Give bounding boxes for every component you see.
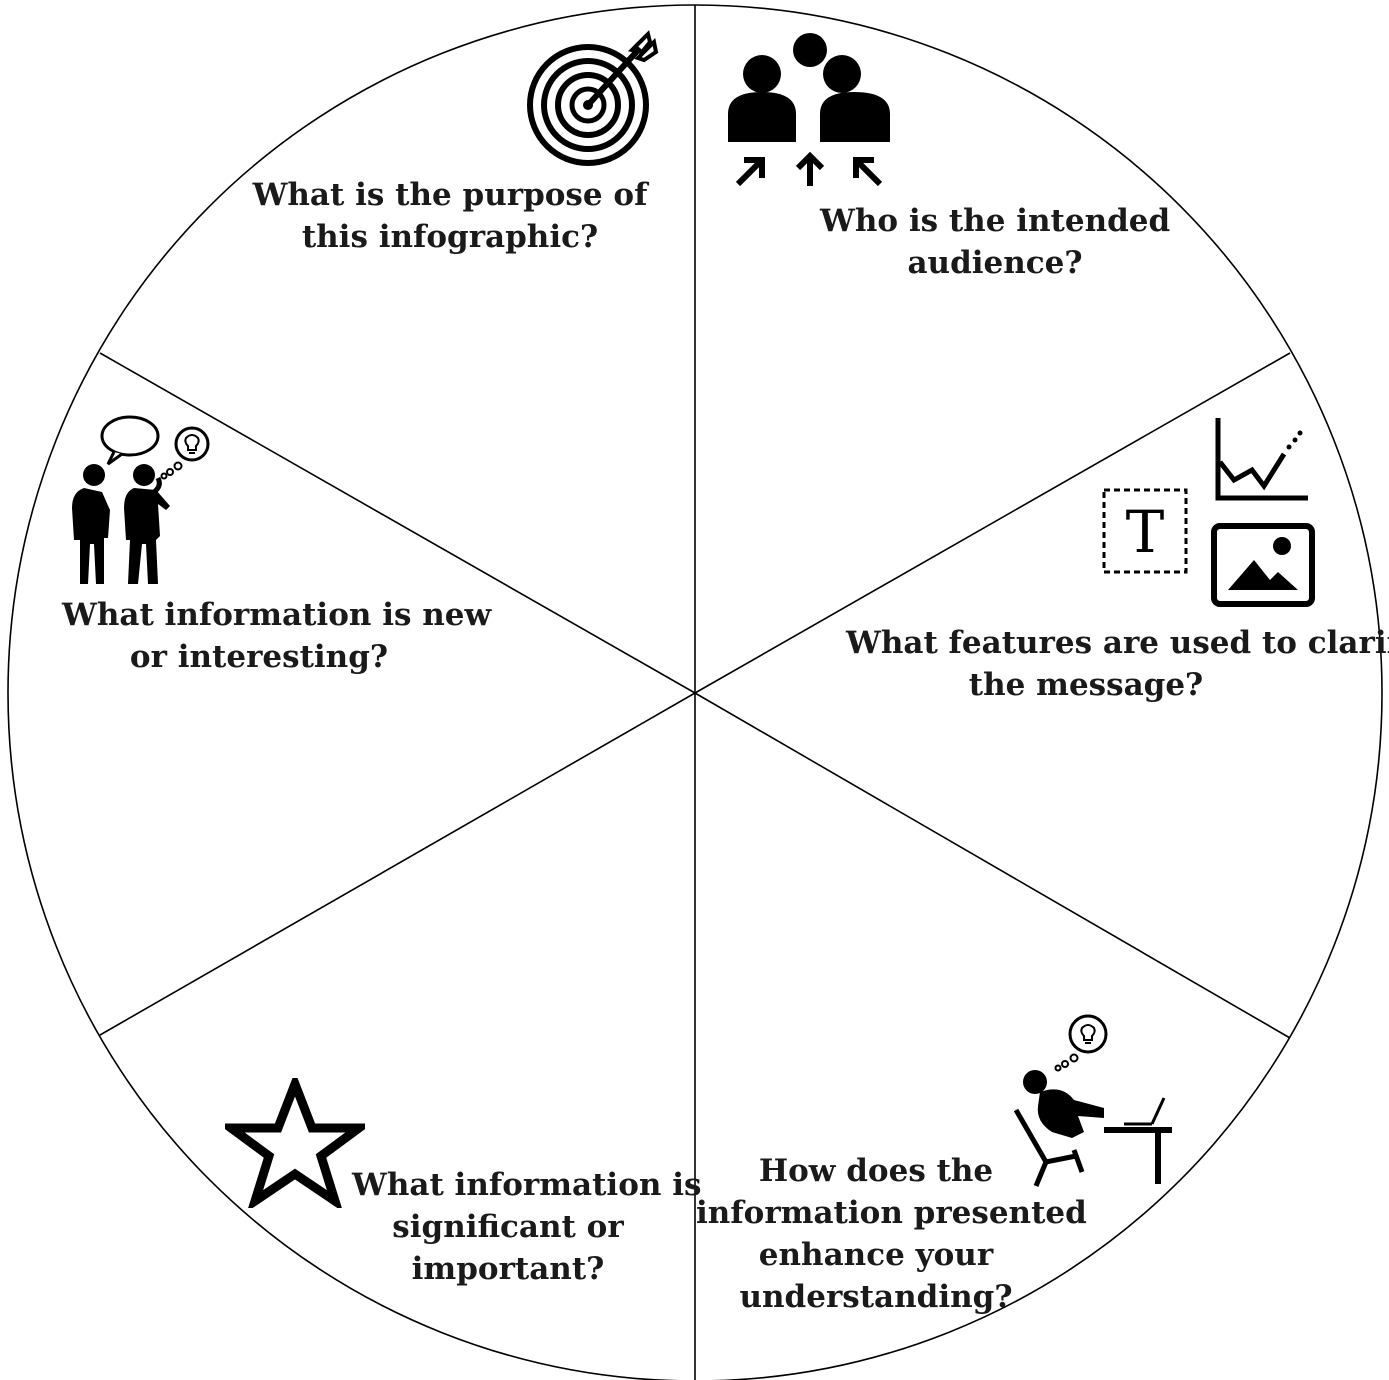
- question-understanding: How does the information presented enhan…: [696, 1150, 1087, 1318]
- question-line: significant or: [392, 1209, 624, 1245]
- question-line: enhance your: [758, 1237, 994, 1273]
- question-line: audience?: [907, 245, 1083, 281]
- person-at-desk-icon: [1013, 1014, 1172, 1187]
- people-talking-icon: [72, 415, 210, 584]
- question-line: this infographic?: [301, 219, 599, 255]
- audience-icon: [728, 33, 890, 187]
- question-significant: What information is significant or impor…: [352, 1164, 702, 1290]
- question-line: How does the: [758, 1153, 994, 1189]
- question-features: What features are used to clarify the me…: [846, 622, 1389, 706]
- spoke-upper-left: [99, 352, 696, 694]
- star-icon: [225, 1078, 365, 1208]
- question-line: or interesting?: [129, 639, 389, 675]
- question-line: information presented: [696, 1195, 1087, 1231]
- text-tool-letter: T: [1126, 498, 1165, 566]
- spoke-lower-left: [99, 692, 696, 1036]
- question-line: What is the purpose of: [252, 177, 648, 213]
- question-new: What information is new or interesting?: [62, 594, 492, 678]
- features-icon: T: [1102, 418, 1315, 607]
- question-line: What information is new: [62, 597, 492, 633]
- question-line: Who is the intended: [820, 203, 1171, 239]
- question-line: What information is: [352, 1167, 702, 1203]
- spoke-upper-right: [694, 352, 1291, 694]
- question-line: the message?: [968, 667, 1204, 703]
- question-audience: Who is the intended audience?: [820, 200, 1170, 284]
- question-line: understanding?: [739, 1279, 1013, 1315]
- spoke-lower-right: [694, 692, 1291, 1039]
- question-line: What features are used to clarify: [846, 625, 1389, 661]
- target-icon: [527, 30, 659, 166]
- question-line: important?: [411, 1251, 605, 1287]
- question-purpose: What is the purpose of this infographic?: [250, 174, 650, 258]
